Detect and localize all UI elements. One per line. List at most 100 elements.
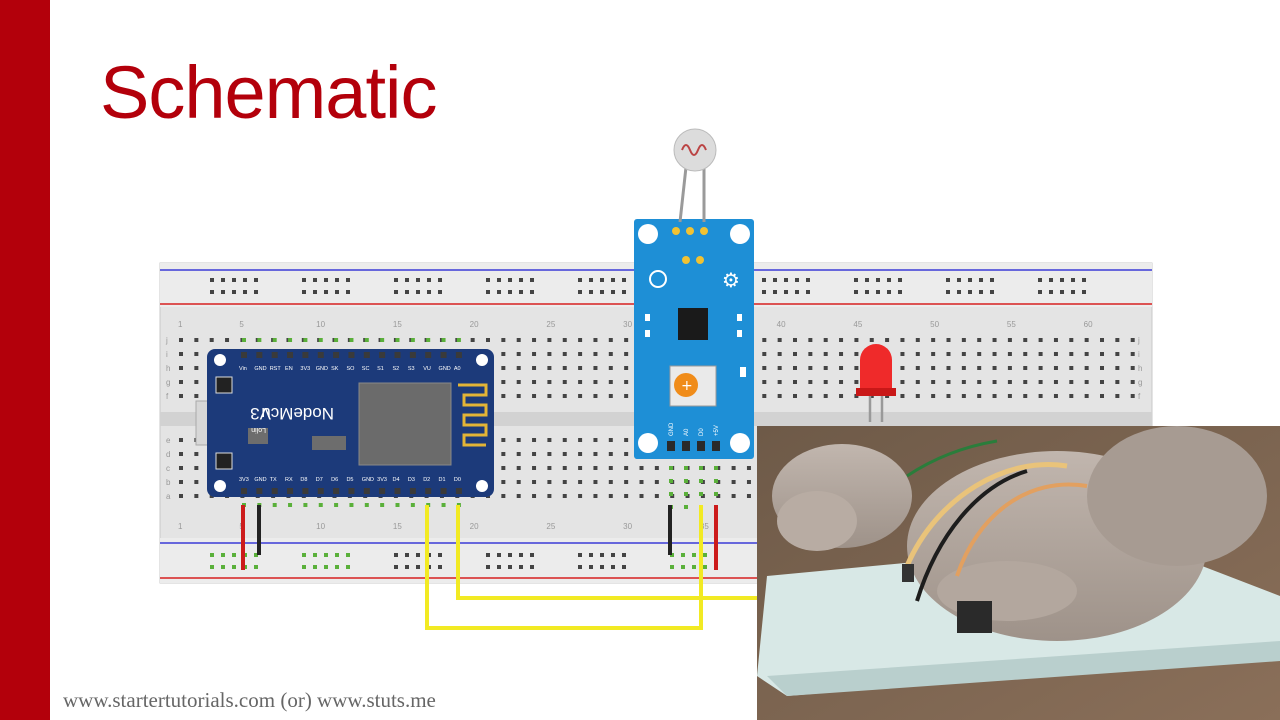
accent-bar <box>0 0 50 720</box>
photoresistor <box>673 128 717 223</box>
column-number: 25 <box>546 320 555 329</box>
row-letter: f <box>166 392 169 401</box>
column-number: 20 <box>470 522 479 531</box>
pin-label: GND <box>254 477 266 483</box>
row-letter: i <box>1138 350 1140 359</box>
video-hands <box>772 426 1267 641</box>
pin-header <box>302 488 309 494</box>
module-pin <box>667 441 675 451</box>
pin-header <box>317 488 324 494</box>
column-number: 30 <box>623 320 632 329</box>
pin-header <box>379 352 386 358</box>
pin-hole <box>364 503 369 507</box>
pin-label: EN <box>285 366 293 372</box>
pin-hole <box>334 338 339 342</box>
gear-icon: ⚙ <box>722 268 740 292</box>
column-number: 50 <box>930 320 939 329</box>
column-number: 5 <box>239 320 244 329</box>
pin-header <box>256 352 263 358</box>
pin-label: GND <box>254 366 266 372</box>
pin-header <box>409 488 416 494</box>
pin-header <box>317 352 324 358</box>
pin-hole <box>410 503 415 507</box>
pin-header <box>440 352 447 358</box>
pin-label: D6 <box>331 477 338 483</box>
nodemcu-maker: Lolin <box>251 426 266 433</box>
pin-label: D2 <box>423 477 430 483</box>
power-logo-icon <box>649 270 667 288</box>
pin-hole <box>456 338 461 342</box>
pin-hole <box>334 503 339 507</box>
row-letter: a <box>166 492 171 501</box>
module-pin-label: GND <box>669 422 675 436</box>
pin-label: GND <box>316 366 328 372</box>
pin-label: 3V3 <box>377 477 387 483</box>
module-pin <box>682 441 690 451</box>
pin-header <box>256 488 263 494</box>
pin-label: D4 <box>393 477 400 483</box>
led-red <box>856 344 896 422</box>
row-letter: j <box>165 336 168 345</box>
pin-hole <box>242 338 246 342</box>
module-pin <box>712 441 720 451</box>
pin-header <box>287 352 294 358</box>
module-pin-label: +5V <box>714 425 720 436</box>
row-letter: h <box>1138 364 1142 373</box>
row-letter: e <box>166 436 171 445</box>
column-number: 30 <box>623 522 632 531</box>
pin-header <box>394 352 401 358</box>
column-number: 1 <box>178 522 183 531</box>
row-letter: f <box>1138 392 1141 401</box>
rst-button <box>215 376 233 394</box>
column-number: 40 <box>777 320 786 329</box>
pin-label: D3 <box>408 477 415 483</box>
pin-label: S3 <box>408 366 415 372</box>
pin-label: TX <box>270 477 277 483</box>
pin-label: SK <box>331 366 339 372</box>
pin-header <box>333 488 340 494</box>
footer-url: www.startertutorials.com (or) www.stuts.… <box>63 688 436 712</box>
pin-label: RX <box>285 477 293 483</box>
pin-label: 3V3 <box>300 366 310 372</box>
pin-label: SC <box>362 366 370 372</box>
pin-label: 3V3 <box>239 477 249 483</box>
pin-hole <box>288 503 293 507</box>
video-sensor-chip <box>957 601 992 633</box>
pin-label: S1 <box>377 366 384 372</box>
column-number: 55 <box>1007 320 1016 329</box>
column-number: 10 <box>316 522 325 531</box>
pin-hole <box>318 338 323 342</box>
pin-label: S2 <box>393 366 400 372</box>
pin-header <box>333 352 340 358</box>
pin-label: RST <box>270 366 282 372</box>
row-letter: c <box>166 464 170 473</box>
column-number: 15 <box>393 522 402 531</box>
pin-hole <box>303 503 308 507</box>
pin-header <box>287 488 294 494</box>
pin-header <box>394 488 401 494</box>
row-letter: g <box>1138 378 1142 387</box>
jumper-wires <box>241 505 757 630</box>
pin-hole <box>410 338 415 342</box>
pin-label: D5 <box>346 477 353 483</box>
pin-label: D8 <box>300 477 307 483</box>
pin-header <box>241 352 247 358</box>
pin-hole <box>318 503 323 507</box>
svg-text:+: + <box>681 378 693 394</box>
comparator-chip <box>678 308 708 340</box>
column-number: 10 <box>316 320 325 329</box>
video-inset <box>757 426 1280 720</box>
pin-hole <box>349 503 354 507</box>
pin-header <box>241 488 247 494</box>
column-number: 20 <box>470 320 479 329</box>
pin-header <box>271 352 278 358</box>
column-number: 45 <box>853 320 862 329</box>
column-number: 60 <box>1084 320 1093 329</box>
pin-header <box>363 352 370 358</box>
column-number: 15 <box>393 320 402 329</box>
pin-hole <box>395 338 400 342</box>
pin-label: VU <box>423 366 431 372</box>
